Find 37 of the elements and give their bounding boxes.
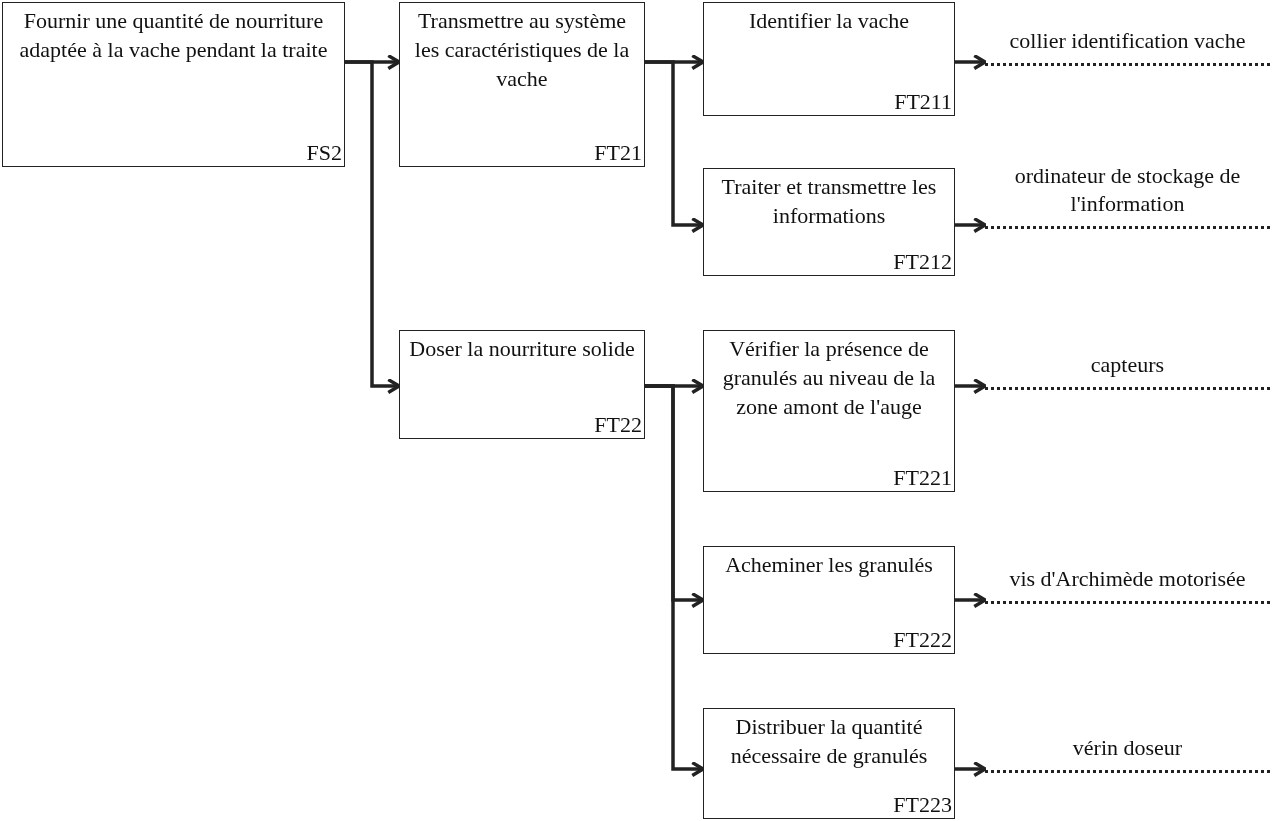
function-code: FT221 (893, 465, 952, 491)
function-box (399, 2, 645, 167)
function-box (703, 2, 955, 116)
arrow (955, 591, 987, 609)
function-box (2, 2, 345, 167)
solution-label: collier identification vache (1008, 26, 1247, 55)
function-box (399, 330, 645, 439)
solution-label: vis d'Archimède motorisée (1008, 564, 1247, 593)
function-code: FT222 (893, 627, 952, 653)
function-code: FT223 (893, 792, 952, 818)
arrow (955, 53, 987, 71)
arrow (955, 760, 987, 778)
arrow (955, 377, 987, 395)
function-box (703, 330, 955, 492)
arrow (955, 216, 987, 234)
function-code: FT211 (894, 89, 952, 115)
function-label: Transmettre au système les caractéristiques de la vache (413, 7, 631, 93)
function-label: Traiter et transmettre les informations (720, 173, 938, 230)
function-code: FS2 (306, 140, 342, 166)
arrow (345, 60, 401, 395)
function-box (703, 546, 955, 654)
solution-label: vérin doseur (1071, 733, 1184, 762)
arrow (645, 60, 705, 234)
function-label: Doser la nourriture solide (408, 335, 636, 363)
function-box (703, 708, 955, 819)
arrow (645, 384, 705, 778)
function-code: FT21 (594, 140, 642, 166)
function-label: Fournir une quantité de nourriture adaptée à la vache pendant la traite (18, 7, 329, 64)
function-label: Acheminer les granulés (724, 551, 934, 579)
solution-label: ordinateur de stockage de l'information (1013, 161, 1242, 218)
function-box (703, 168, 955, 276)
function-label: Distribuer la quantité nécessaire de granulés (729, 713, 929, 770)
function-label: Identifier la vache (748, 7, 910, 35)
solution-label: capteurs (1089, 350, 1166, 379)
function-code: FT212 (893, 249, 952, 275)
function-label: Vérifier la présence de granulés au niveau de la zone amont de l'auge (721, 335, 937, 421)
function-code: FT22 (594, 412, 642, 438)
